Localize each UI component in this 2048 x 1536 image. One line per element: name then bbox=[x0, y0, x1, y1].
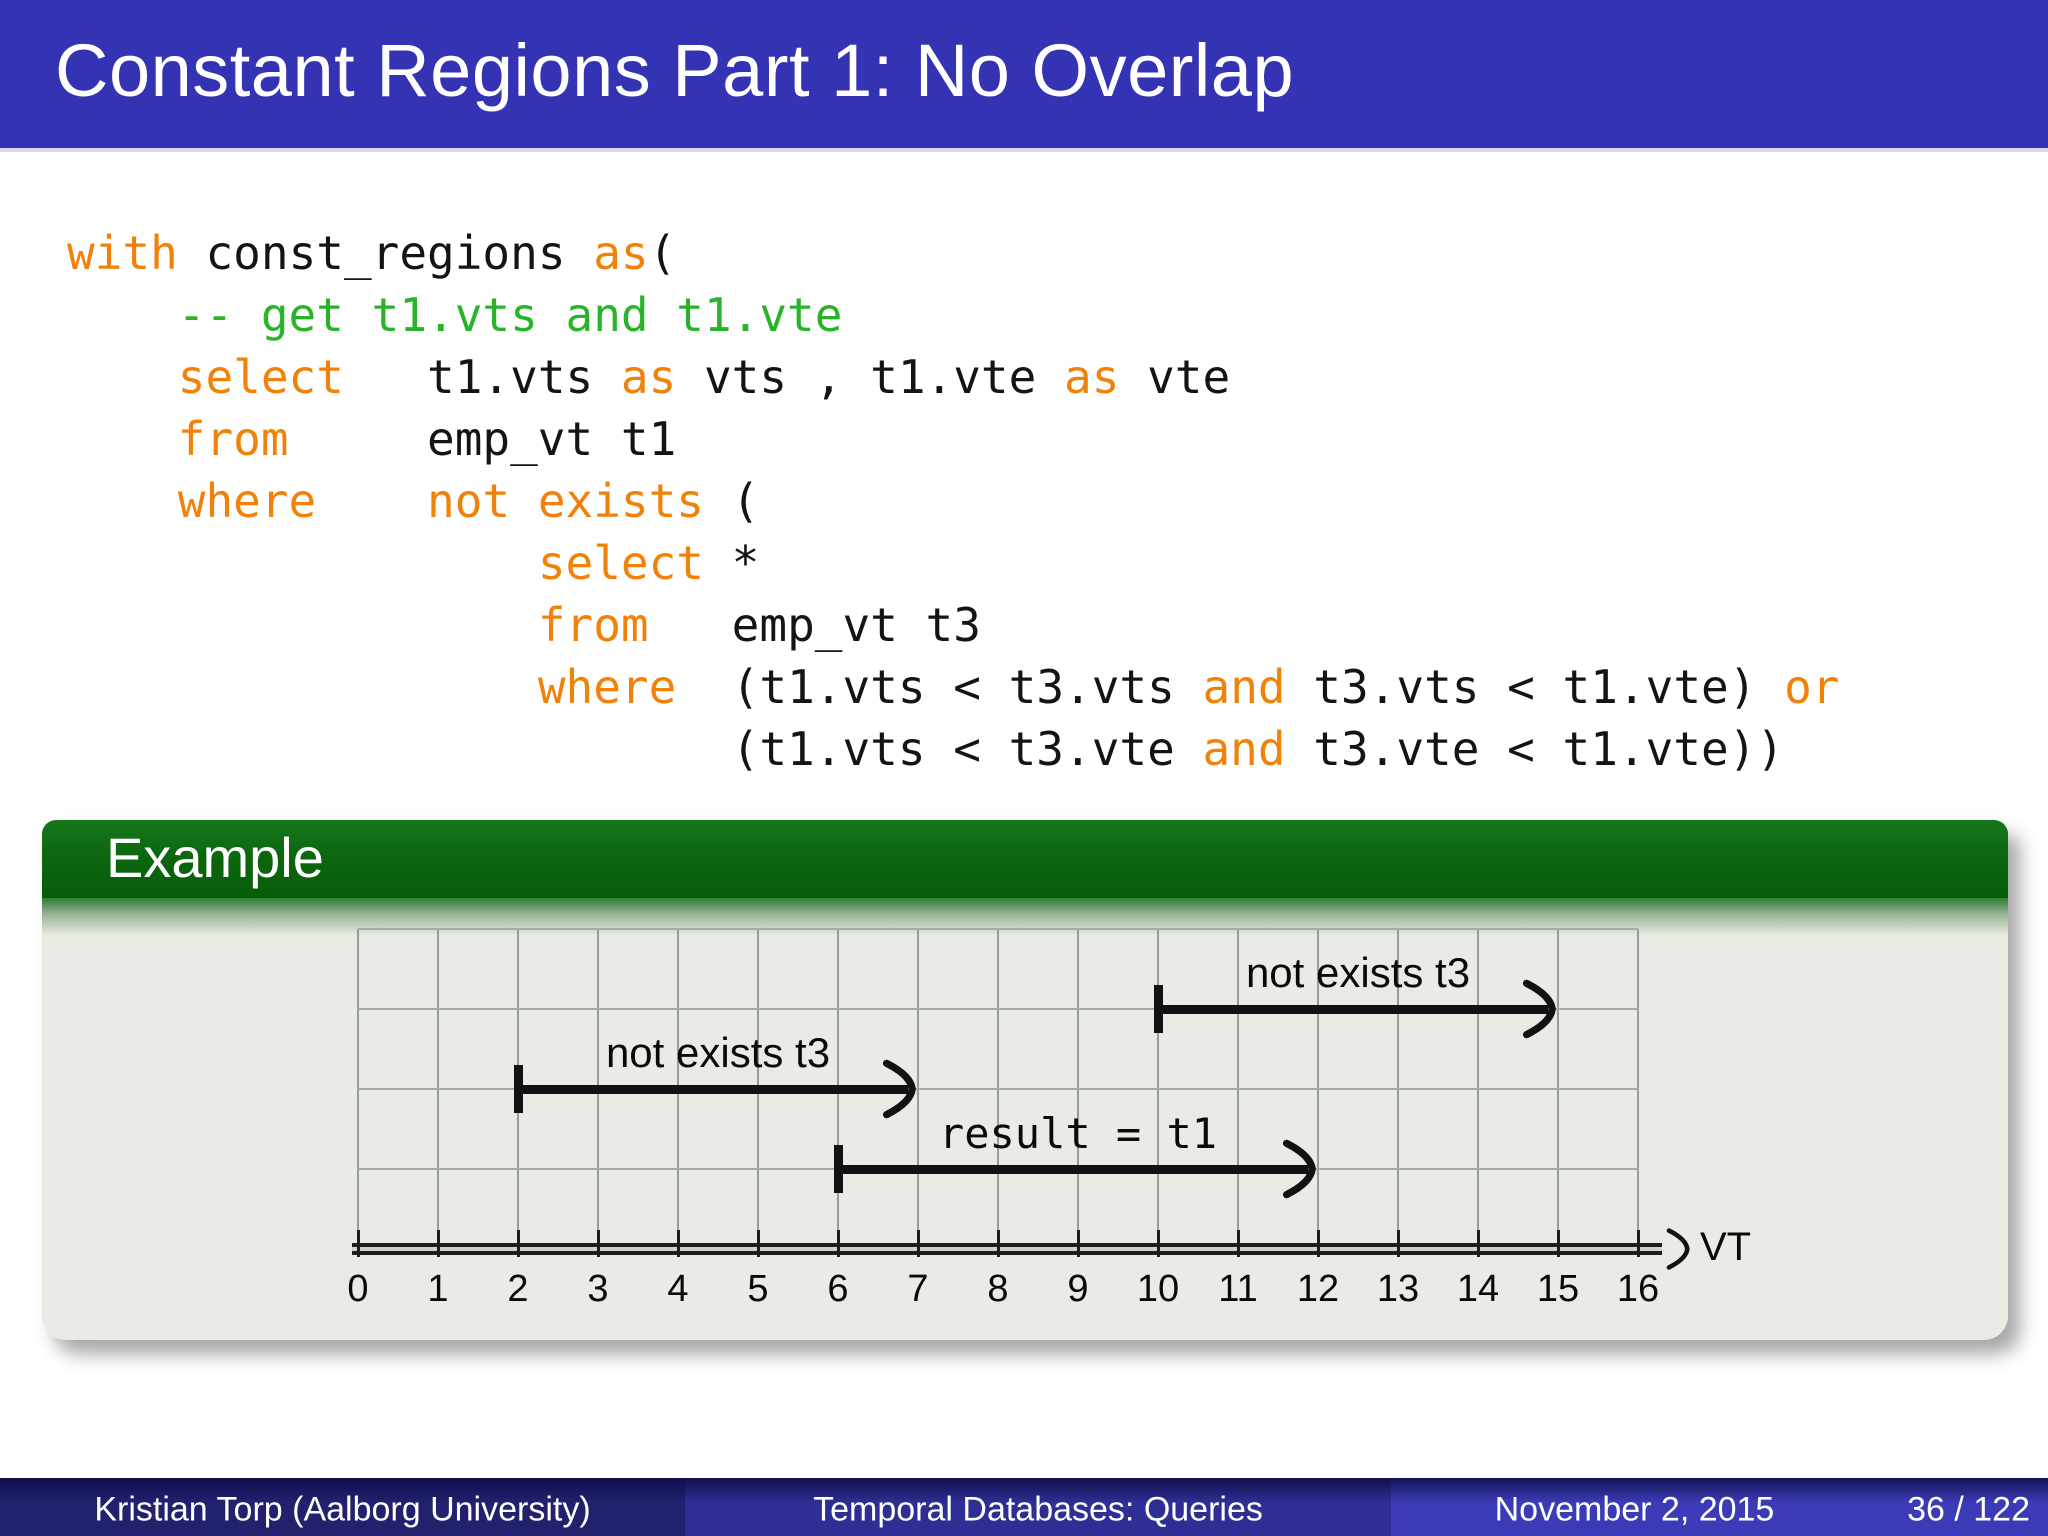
example-block-title: Example bbox=[106, 826, 324, 890]
footer-date: November 2, 2015 bbox=[1494, 1490, 1775, 1529]
footer-deck-title: Temporal Databases: Queries bbox=[813, 1490, 1263, 1529]
footer-deck-title-box: Temporal Databases: Queries bbox=[685, 1478, 1391, 1536]
code-line: with const_regions as( bbox=[67, 226, 677, 280]
footer-page-number: 36 / 122 bbox=[1907, 1490, 2030, 1529]
code-line: -- get t1.vts and t1.vte bbox=[177, 288, 843, 342]
example-block-header: Example bbox=[42, 820, 2008, 898]
sql-code: with const_regions as( -- get t1.vts and… bbox=[67, 222, 1839, 780]
code-line: where (t1.vts < t3.vts and t3.vts < t1.v… bbox=[537, 660, 1840, 714]
page-title: Constant Regions Part 1: No Overlap bbox=[55, 29, 1295, 113]
code-line: (t1.vts < t3.vte and t3.vte < t1.vte)) bbox=[67, 722, 1785, 776]
footer-date-box: November 2, 2015 36 / 122 bbox=[1391, 1478, 2048, 1536]
footer-author: Kristian Torp (Aalborg University) bbox=[94, 1490, 591, 1529]
code-line: select t1.vts as vts , t1.vte as vte bbox=[177, 350, 1231, 404]
code-line: from emp_vt t3 bbox=[537, 598, 981, 652]
code-line: select * bbox=[537, 536, 760, 590]
example-block-header-shadow bbox=[42, 898, 2008, 936]
title-bar: Constant Regions Part 1: No Overlap bbox=[0, 0, 2048, 152]
code-line: from emp_vt t1 bbox=[177, 412, 677, 466]
example-block: Example bbox=[42, 820, 2008, 1340]
footer-bar: Kristian Torp (Aalborg University) Tempo… bbox=[0, 1478, 2048, 1536]
footer-author-box: Kristian Torp (Aalborg University) bbox=[0, 1478, 685, 1536]
code-line: where not exists ( bbox=[177, 474, 760, 528]
